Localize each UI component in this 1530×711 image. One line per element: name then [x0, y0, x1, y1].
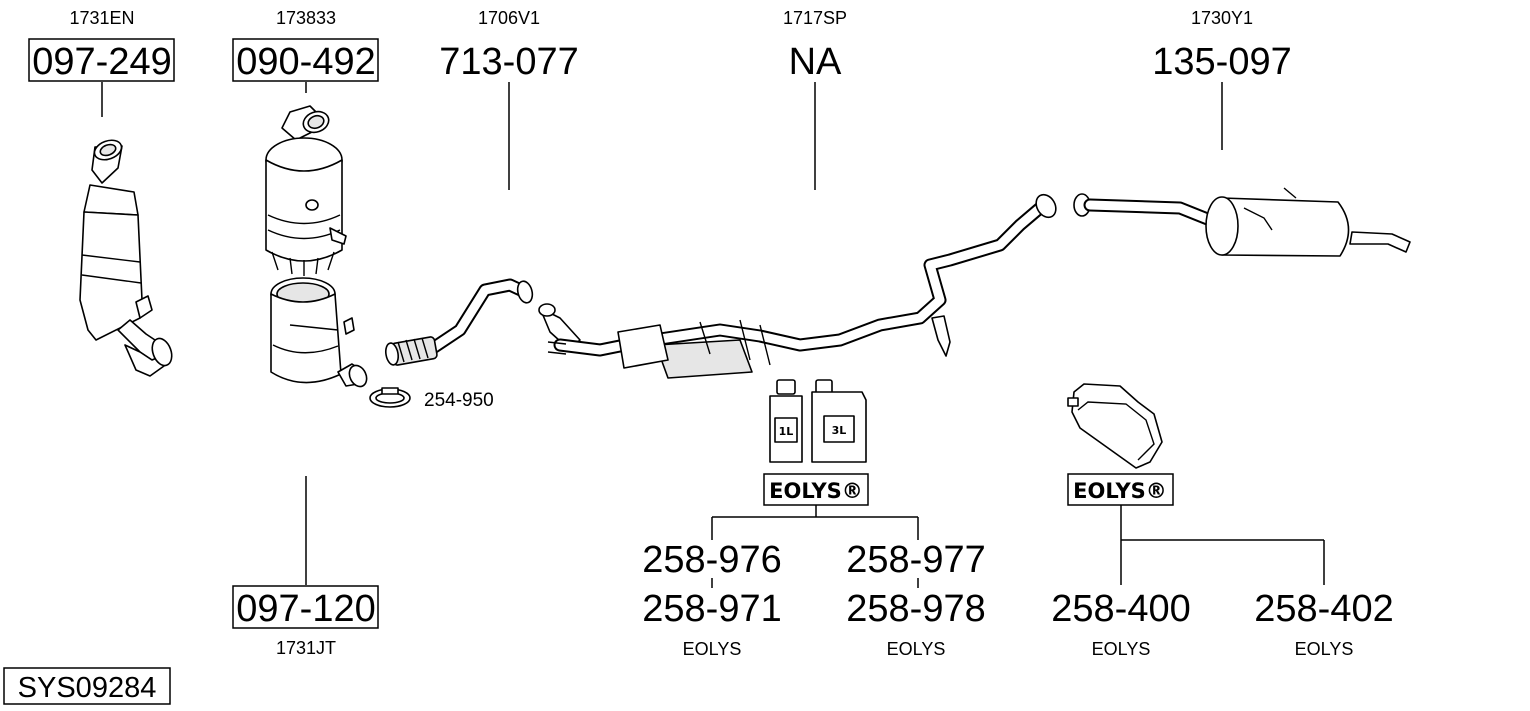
ref-label-1717SP: 1717SP	[783, 8, 847, 28]
catalytic-converter-1731EN-drawing[interactable]	[79, 137, 175, 377]
front-pipe-1706V1-drawing[interactable]	[384, 278, 534, 366]
part-code-258-976[interactable]: 258-976	[642, 539, 781, 581]
part-code-box-097-120	[232, 585, 379, 629]
container-label-1l: 1L	[779, 425, 794, 438]
additive-container-3l[interactable]: 3L	[811, 379, 867, 463]
clamp-code-254-950[interactable]: 254-950	[424, 390, 494, 411]
eolys-label-258-971: EOLYS	[683, 639, 742, 659]
part-code-097-249[interactable]: 097-249	[32, 41, 171, 83]
system-code-box	[3, 667, 171, 705]
ref-label-1731EN: 1731EN	[69, 8, 134, 28]
additive-container-1l[interactable]: 1L	[769, 379, 803, 463]
additive-tank-drawing[interactable]	[1067, 383, 1163, 469]
part-code-713-077[interactable]: 713-077	[439, 41, 578, 83]
ref-label-1730Y1: 1730Y1	[1191, 8, 1253, 28]
clamp-254-950-drawing[interactable]	[369, 387, 411, 408]
part-code-097-120[interactable]: 097-120	[236, 588, 375, 630]
rear-silencer-1730Y1-drawing[interactable]	[1073, 187, 1411, 257]
part-code-258-402[interactable]: 258-402	[1254, 588, 1393, 630]
part-code-090-492[interactable]: 090-492	[236, 41, 375, 83]
ref-label-1731JT: 1731JT	[276, 638, 336, 658]
part-code-258-977[interactable]: 258-977	[846, 539, 985, 581]
particulate-filter-173833-drawing[interactable]	[265, 105, 347, 276]
part-code-box-090-492	[232, 38, 379, 82]
center-section-1717SP-drawing[interactable]	[538, 191, 1060, 379]
ref-label-1706V1: 1706V1	[478, 8, 540, 28]
system-code: SYS09284	[18, 672, 157, 704]
container-label-3l: 3L	[832, 424, 847, 437]
part-code-na[interactable]: NA	[789, 41, 842, 83]
catalytic-converter-1731JT-drawing[interactable]	[270, 277, 370, 389]
part-code-box-097-249	[28, 38, 175, 82]
eolys-brand-left: EOLYS®	[769, 479, 863, 503]
part-code-258-971[interactable]: 258-971	[642, 588, 781, 630]
eolys-box-left	[763, 473, 869, 506]
part-code-258-978[interactable]: 258-978	[846, 588, 985, 630]
part-code-135-097[interactable]: 135-097	[1152, 41, 1291, 83]
ref-label-173833: 173833	[276, 8, 336, 28]
eolys-label-258-402: EOLYS	[1295, 639, 1354, 659]
part-code-258-400[interactable]: 258-400	[1051, 588, 1190, 630]
eolys-brand-right: EOLYS®	[1073, 479, 1167, 503]
eolys-label-258-978: EOLYS	[887, 639, 946, 659]
eolys-label-258-400: EOLYS	[1092, 639, 1151, 659]
